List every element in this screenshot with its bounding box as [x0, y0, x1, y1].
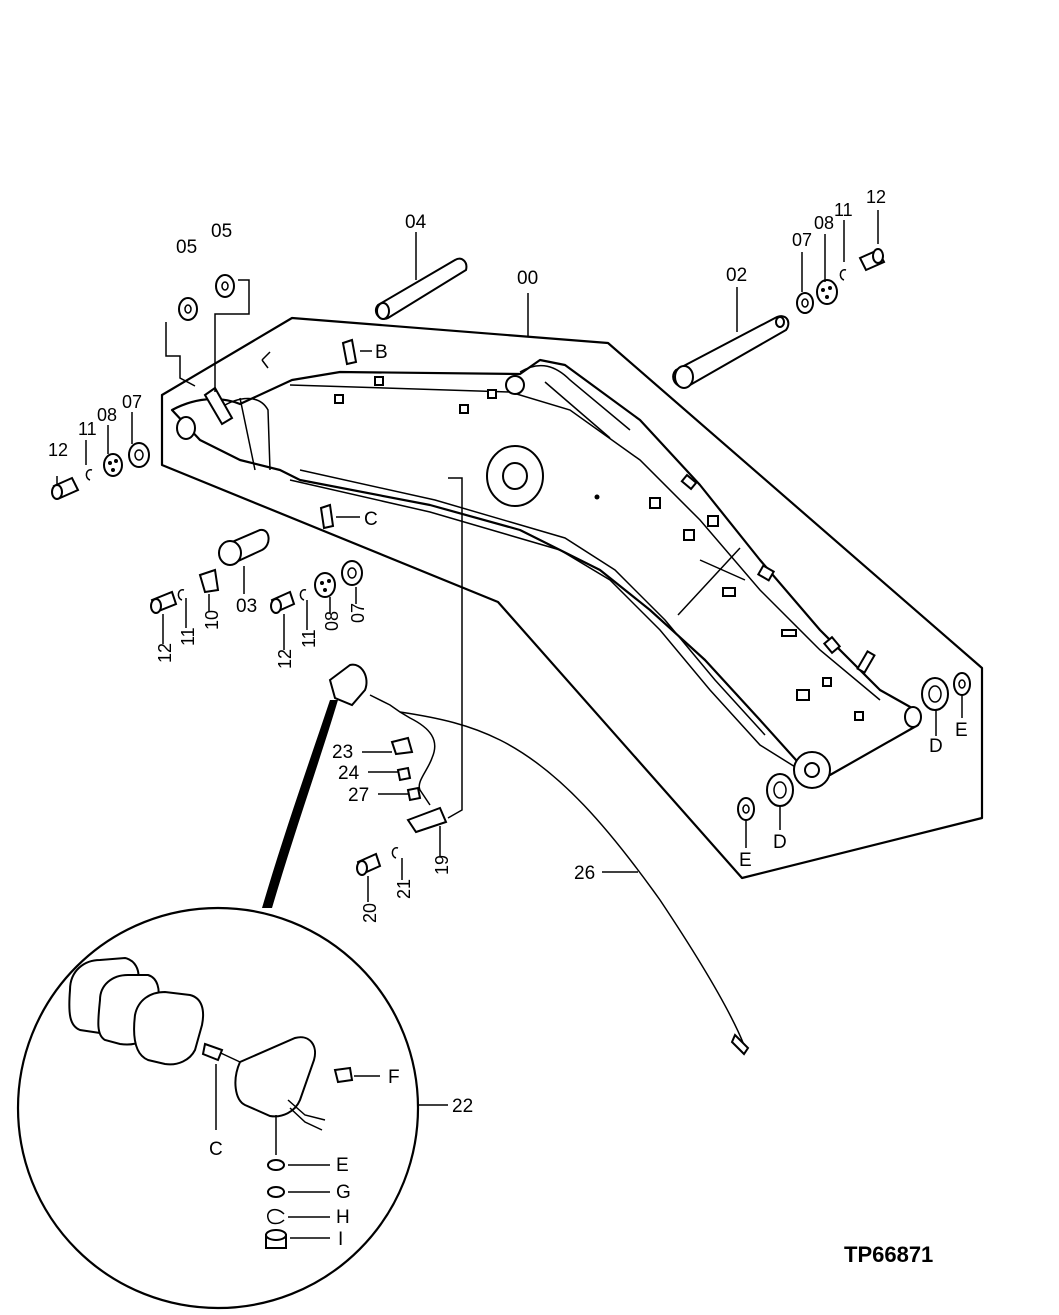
drawing-reference-number: TP66871 — [844, 1242, 933, 1267]
bushings-de — [737, 672, 971, 821]
callout-11-right: 11 — [834, 200, 853, 220]
hardware-right-upper — [796, 248, 886, 314]
callout-19: 19 — [432, 855, 452, 875]
leader-lines — [56, 210, 963, 902]
callout-21: 21 — [394, 879, 414, 899]
callout-labels: 00 02 03 04 05 05 12 11 08 07 07 08 11 1… — [48, 187, 968, 1117]
callout-11-left: 11 — [78, 419, 97, 439]
detail-callout-F: F — [388, 1067, 400, 1088]
callout-B: B — [375, 342, 388, 363]
callout-22: 22 — [452, 1096, 473, 1117]
callout-12-right: 12 — [866, 187, 886, 207]
detail-callout-G: G — [336, 1182, 351, 1203]
callout-12-left: 12 — [48, 440, 68, 460]
pin-02 — [672, 287, 790, 389]
callout-D-left: D — [773, 832, 787, 853]
callout-D-right: D — [929, 736, 943, 757]
detail-callout-I: I — [338, 1229, 343, 1250]
callout-07-bottom: 07 — [348, 603, 368, 623]
washers-05 — [165, 274, 250, 392]
clips — [319, 338, 358, 530]
callout-E-right: E — [955, 720, 968, 741]
detail-callout-H: H — [336, 1207, 350, 1228]
lamp-and-harness — [262, 477, 750, 1056]
callout-E-left: E — [739, 850, 752, 871]
callout-10: 10 — [202, 610, 222, 630]
hardware-lower — [150, 560, 363, 614]
callout-12-bottom-1: 12 — [155, 643, 175, 663]
callout-23: 23 — [332, 742, 353, 763]
callout-04: 04 — [405, 212, 427, 233]
callout-11-bottom-1: 11 — [178, 627, 198, 646]
callout-08-bottom: 08 — [322, 611, 342, 631]
bushing-03 — [218, 528, 270, 566]
hardware-left-upper — [51, 442, 150, 500]
detail-callout-labels: F C E G H I — [209, 1067, 400, 1250]
callout-C: C — [364, 509, 378, 530]
boom-frame-outline — [160, 316, 984, 880]
callout-24: 24 — [338, 763, 360, 784]
callout-00: 00 — [517, 268, 538, 289]
callout-05a: 05 — [176, 237, 197, 258]
callout-08-left: 08 — [97, 405, 117, 425]
callout-07-right: 07 — [792, 230, 812, 250]
callout-27: 27 — [348, 785, 369, 806]
callout-02: 02 — [726, 265, 747, 286]
boom-body — [170, 351, 922, 789]
pin-04 — [374, 232, 468, 320]
callout-08-right: 08 — [814, 213, 834, 233]
lamp-detail-circle — [16, 906, 448, 1310]
callout-11-bottom-2: 11 — [299, 629, 319, 648]
callout-20: 20 — [360, 903, 380, 923]
detail-callout-E: E — [336, 1155, 349, 1176]
callout-26: 26 — [574, 863, 595, 884]
callout-07-left: 07 — [122, 392, 142, 412]
callout-12-bottom-2: 12 — [275, 649, 295, 669]
callout-03: 03 — [236, 596, 257, 617]
detail-callout-C: C — [209, 1139, 223, 1160]
callout-05b: 05 — [211, 221, 232, 242]
